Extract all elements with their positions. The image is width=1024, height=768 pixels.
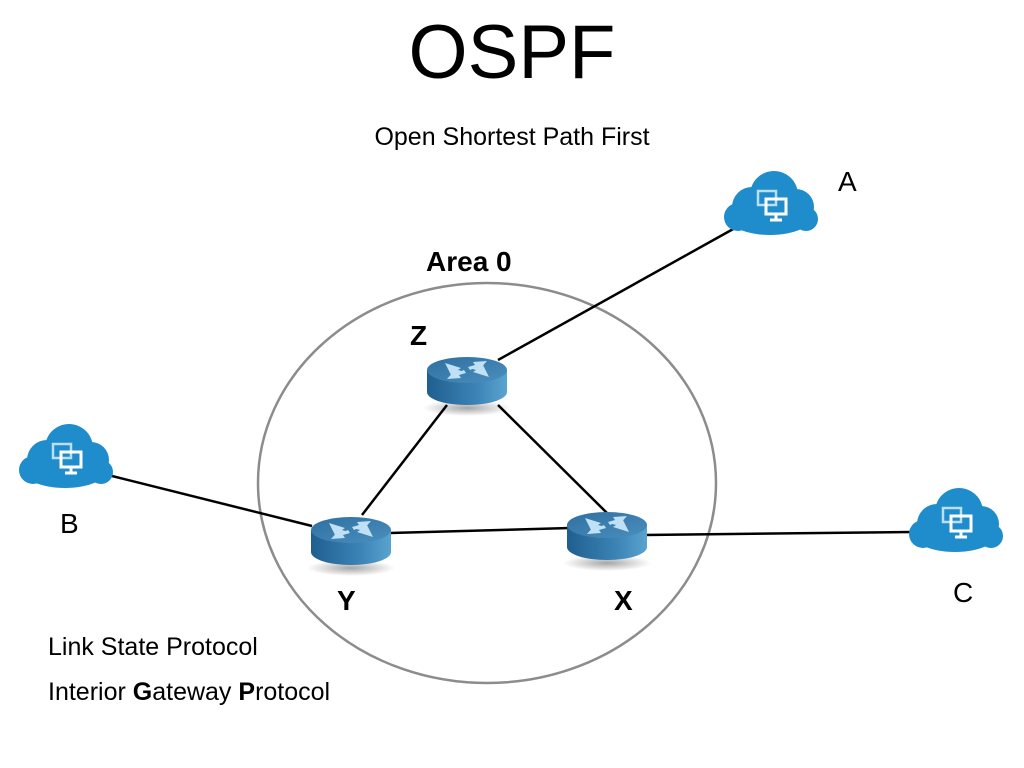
link-z-a bbox=[497, 226, 736, 362]
link-y-b bbox=[107, 473, 313, 528]
router-y[interactable] bbox=[307, 517, 395, 576]
cloud-icon bbox=[909, 488, 1003, 552]
note-text-part: Link State Protocol bbox=[48, 633, 258, 661]
link-z-y bbox=[361, 404, 448, 516]
area-0-boundary bbox=[256, 281, 718, 685]
cloud-icon bbox=[19, 424, 113, 488]
clouds-layer bbox=[19, 171, 1003, 552]
cloud-icon bbox=[724, 171, 818, 235]
router-label-y: Y bbox=[337, 585, 356, 616]
router-label-z: Z bbox=[410, 320, 428, 351]
router-arrows-icon bbox=[585, 516, 629, 534]
network-label-a: A bbox=[838, 166, 857, 197]
network-c[interactable] bbox=[909, 488, 1003, 552]
note-text-part: I bbox=[48, 678, 55, 706]
router-arrows-icon bbox=[445, 361, 489, 379]
diagram-subtitle: Open Shortest Path First bbox=[374, 123, 650, 151]
note-text-part: P bbox=[238, 678, 256, 706]
router-x[interactable] bbox=[563, 512, 651, 571]
diagram-title: OSPF bbox=[408, 10, 616, 95]
network-a[interactable] bbox=[724, 171, 818, 235]
routers-layer bbox=[307, 357, 651, 576]
router-label-x: X bbox=[614, 585, 633, 616]
note-text-part: ateway bbox=[152, 678, 239, 706]
link-z-x bbox=[497, 404, 608, 514]
links-layer bbox=[107, 226, 913, 537]
router-z[interactable] bbox=[423, 357, 511, 416]
network-label-c: C bbox=[953, 577, 974, 608]
router-arrows-icon bbox=[329, 521, 373, 539]
note-interior-gateway: Interior Gateway Protocol bbox=[48, 677, 330, 707]
area-label: Area 0 bbox=[426, 246, 512, 277]
network-b[interactable] bbox=[19, 424, 113, 488]
note-text-part: nterior bbox=[54, 678, 133, 706]
network-label-b: B bbox=[60, 508, 79, 539]
link-y-x bbox=[389, 526, 571, 535]
link-x-c bbox=[644, 530, 913, 537]
note-text-part: G bbox=[132, 678, 153, 706]
note-text-part: rotocol bbox=[255, 678, 331, 706]
note-link-state: Link State Protocol bbox=[48, 632, 258, 662]
